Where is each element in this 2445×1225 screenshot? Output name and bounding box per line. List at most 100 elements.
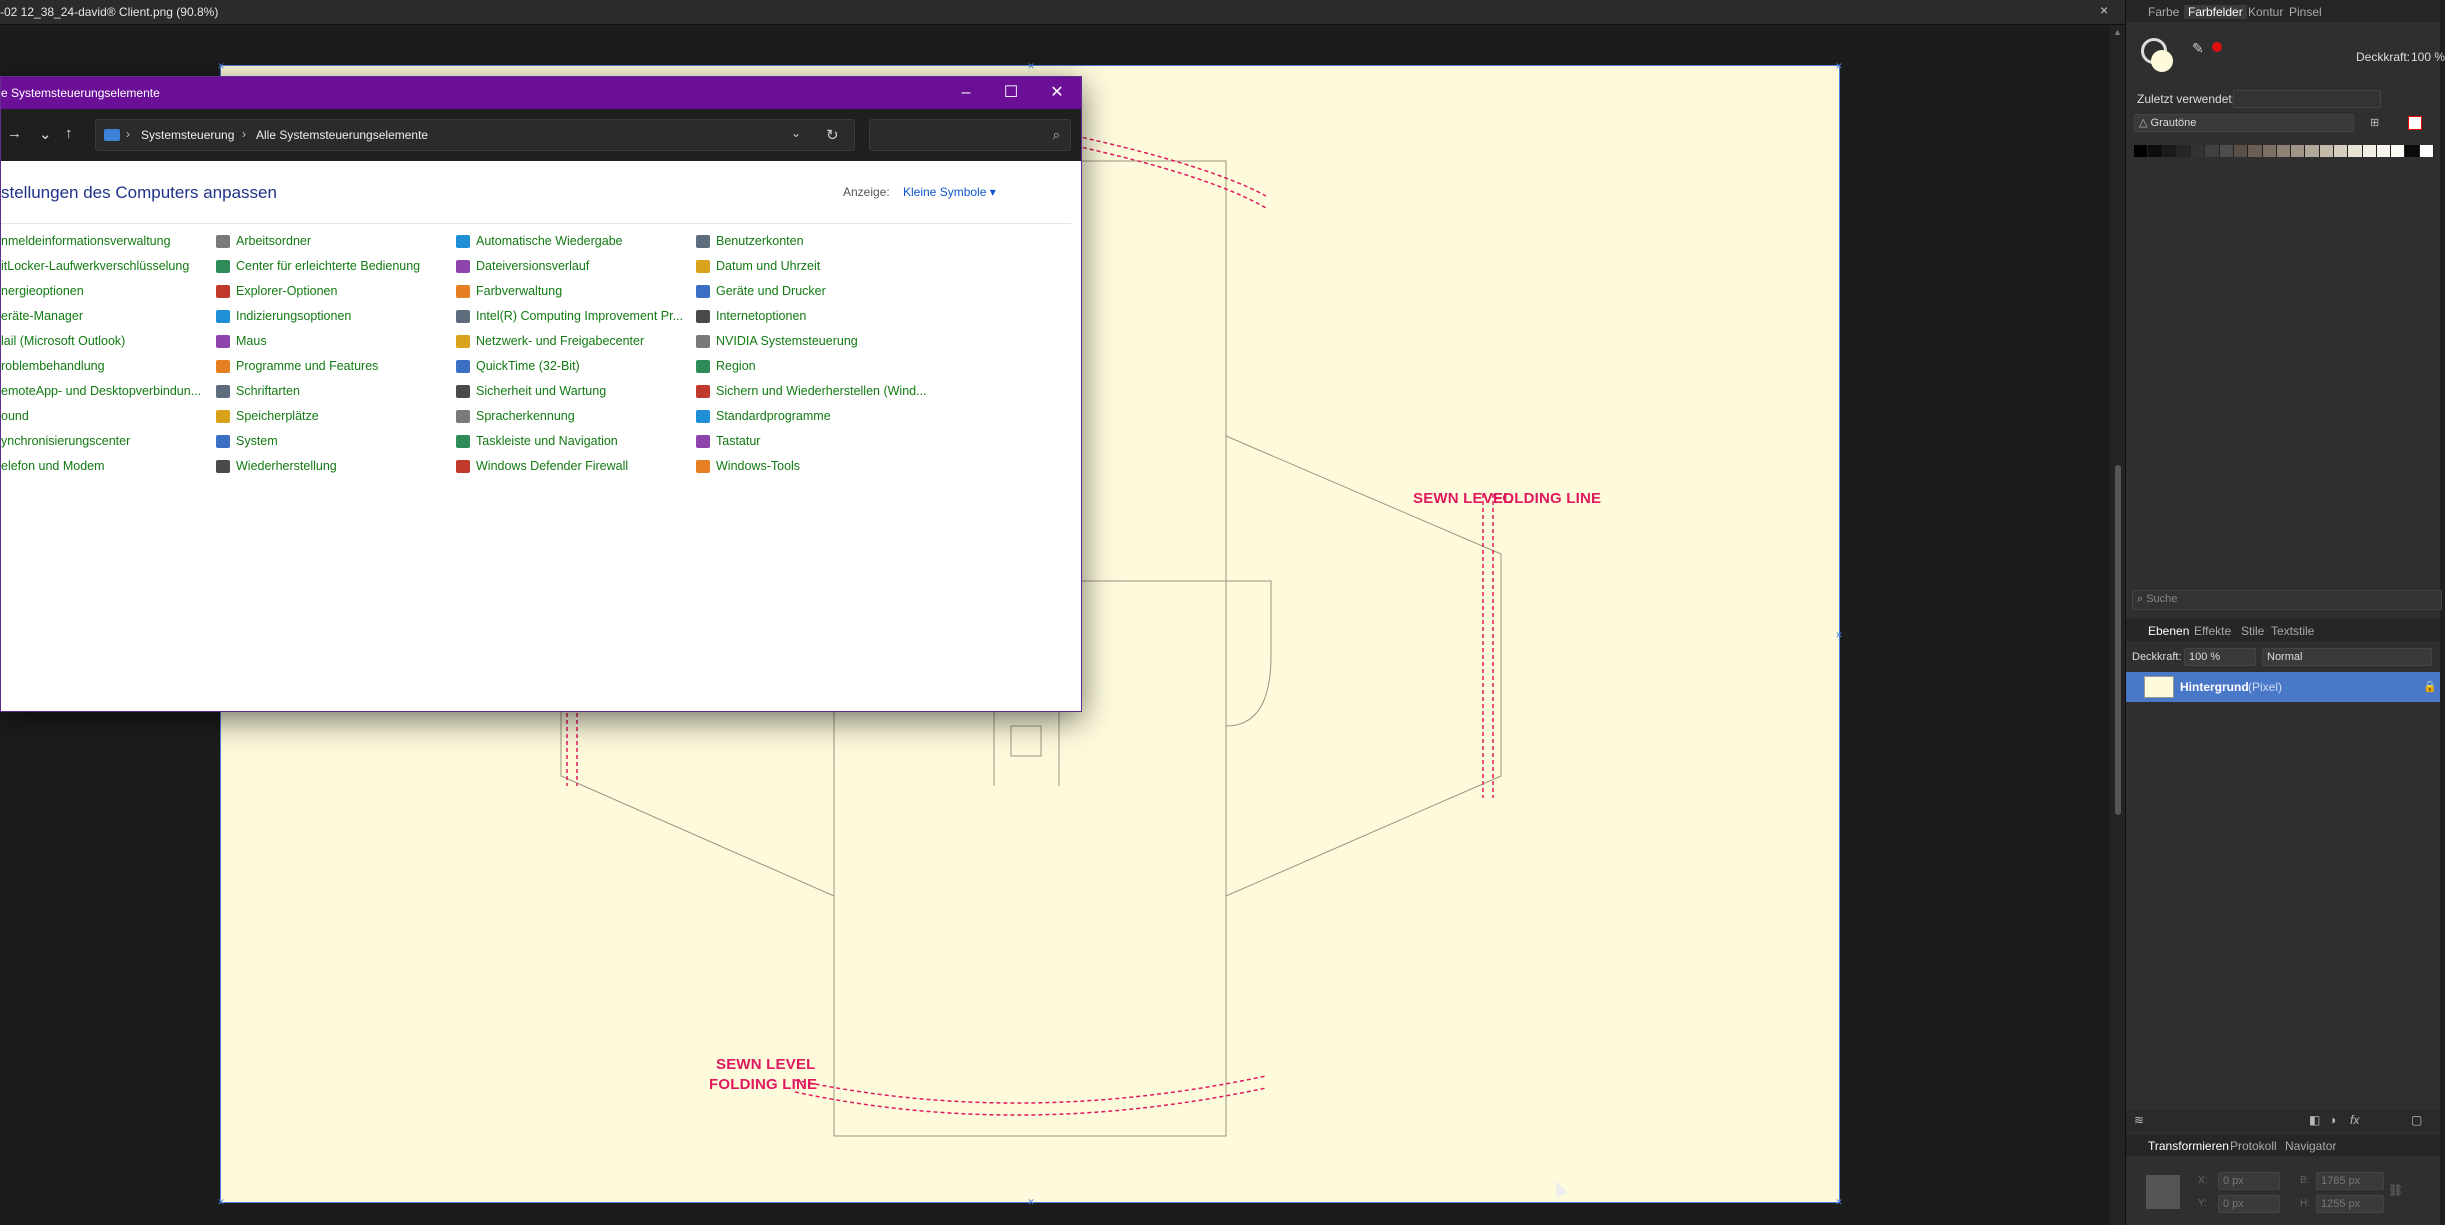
tab-farbfelder[interactable]: Farbfelder xyxy=(2184,5,2247,19)
none-swatch-icon[interactable] xyxy=(2408,116,2422,130)
selection-handle-bl[interactable]: ✕ xyxy=(217,1197,225,1207)
color-swatch[interactable] xyxy=(2333,145,2349,157)
tab-kontur[interactable]: Kontur xyxy=(2248,5,2284,19)
view-mode-dropdown[interactable]: Kleine Symbole ▾ xyxy=(903,185,996,199)
add-layer-icon[interactable]: ▢ xyxy=(2411,1113,2423,1127)
recent-locations-icon[interactable]: ⌄ xyxy=(39,126,52,143)
recent-colors-label: Zuletzt verwendet: xyxy=(2137,92,2236,106)
tab-transformieren[interactable]: Transformieren xyxy=(2148,1139,2229,1153)
color-swatch[interactable] xyxy=(2276,145,2292,157)
tab-protokoll[interactable]: Protokoll xyxy=(2230,1139,2277,1153)
transform-h-field[interactable]: 1255 px xyxy=(2316,1195,2384,1213)
tab-ebenen[interactable]: Ebenen xyxy=(2148,624,2190,638)
control-panel-item-label: Speicherplätze xyxy=(236,409,319,423)
control-panel-item-label: Tastatur xyxy=(716,434,761,448)
divider xyxy=(1,223,1071,224)
color-swatch[interactable] xyxy=(2362,145,2377,157)
document-tab-title[interactable]: -02 12_38_24-david® Client.png (90.8%) xyxy=(0,5,219,19)
control-panel-item-icon xyxy=(696,310,710,323)
color-picker-icon[interactable]: ✎ xyxy=(2192,40,2204,56)
control-panel-item-icon xyxy=(216,360,230,373)
palette-dropdown[interactable]: △ Grautöne xyxy=(2134,114,2354,132)
color-swatch[interactable] xyxy=(2191,145,2206,157)
transform-w-field[interactable]: 1785 px xyxy=(2316,1172,2384,1190)
scrollbar-thumb[interactable] xyxy=(2115,465,2121,815)
maximize-button[interactable]: ☐ xyxy=(1003,84,1019,101)
control-panel-item-icon xyxy=(456,410,470,423)
tab-effekte[interactable]: Effekte xyxy=(2194,624,2232,638)
minimize-button[interactable]: – xyxy=(961,84,971,101)
link-icon[interactable]: ⛓ xyxy=(2388,1183,2404,1197)
fill-stroke-swatch[interactable] xyxy=(2141,38,2175,72)
selection-handle-bc[interactable]: ✕ xyxy=(1027,1197,1035,1207)
fx-icon[interactable]: fx xyxy=(2350,1113,2360,1127)
tab-stile[interactable]: Stile xyxy=(2241,624,2265,638)
layer-opacity-field[interactable]: 100 % xyxy=(2184,648,2256,666)
lock-icon[interactable]: 🔒 xyxy=(2423,681,2437,693)
layer-row-hintergrund[interactable]: Hintergrund (Pixel) 🔒 xyxy=(2126,672,2440,702)
color-swatch[interactable] xyxy=(2176,145,2192,157)
color-swatch[interactable] xyxy=(2348,145,2363,157)
vertical-scrollbar[interactable]: ▲ xyxy=(2110,25,2125,1225)
color-swatch[interactable] xyxy=(2419,145,2434,157)
selection-handle-tl[interactable]: ✕ xyxy=(217,61,225,71)
layer-toolbar: ≋ ◧ ◑ fx ▢ xyxy=(2126,1110,2440,1132)
color-swatch[interactable] xyxy=(2162,145,2177,157)
anchor-point-icon[interactable] xyxy=(2146,1175,2180,1209)
opacity-value[interactable]: 100 % xyxy=(2411,50,2445,64)
studio-panel: Farbe Farbfelder Kontur Pinsel ✎ Deckkra… xyxy=(2125,0,2445,1225)
recent-colors-well[interactable] xyxy=(2233,90,2381,108)
color-swatch[interactable] xyxy=(2391,145,2406,157)
control-panel-item-label: Spracherkennung xyxy=(476,409,575,423)
selection-handle-tr[interactable]: ✕ xyxy=(1835,61,1843,71)
selection-handle-tc[interactable]: ✕ xyxy=(1027,61,1035,71)
transform-x-field[interactable]: 0 px xyxy=(2218,1172,2280,1190)
forward-arrow-icon[interactable]: → xyxy=(7,125,22,142)
control-panel-item-icon xyxy=(216,310,230,323)
address-bar[interactable]: › Systemsteuerung › Alle Systemsteuerung… xyxy=(95,119,855,151)
document-close-icon[interactable]: × xyxy=(2100,2,2109,18)
up-arrow-icon[interactable]: ↑ xyxy=(65,125,73,142)
color-swatch[interactable] xyxy=(2219,145,2234,157)
layers-icon[interactable]: ≋ xyxy=(2134,1113,2145,1127)
color-swatch[interactable] xyxy=(2319,145,2334,157)
color-swatch[interactable] xyxy=(2291,145,2306,157)
address-dropdown-icon[interactable]: ⌄ xyxy=(791,126,802,140)
control-panel-item-icon xyxy=(216,235,230,248)
tab-navigator[interactable]: Navigator xyxy=(2285,1139,2337,1153)
color-swatch[interactable] xyxy=(2205,145,2220,157)
color-swatch[interactable] xyxy=(2405,145,2420,157)
close-button[interactable]: ✕ xyxy=(1050,84,1064,101)
scroll-up-icon[interactable]: ▲ xyxy=(2113,27,2122,37)
tab-farbe[interactable]: Farbe xyxy=(2148,5,2180,19)
color-swatch[interactable] xyxy=(2148,145,2163,157)
transform-y-field[interactable]: 0 px xyxy=(2218,1195,2280,1213)
window-titlebar[interactable]: e Systemsteuerungselemente – ☐ ✕ xyxy=(1,77,1081,109)
swatch-strip[interactable] xyxy=(2134,145,2434,157)
control-panel-window[interactable]: e Systemsteuerungselemente – ☐ ✕ → ⌄ ↑ ›… xyxy=(0,76,1082,712)
selection-handle-mr[interactable]: ✕ xyxy=(1835,630,1843,640)
breadcrumb-systemsteuerung[interactable]: Systemsteuerung xyxy=(141,128,235,142)
color-swatch[interactable] xyxy=(2262,145,2277,157)
breadcrumb-alle-elemente[interactable]: Alle Systemsteuerungselemente xyxy=(256,128,429,142)
refresh-icon[interactable]: ↻ xyxy=(826,127,839,144)
search-icon[interactable]: ⌕ xyxy=(1052,127,1060,142)
control-panel-item-icon xyxy=(696,385,710,398)
mask-icon[interactable]: ◧ xyxy=(2309,1113,2321,1127)
control-panel-item-icon xyxy=(456,335,470,348)
color-swatch[interactable] xyxy=(2134,145,2149,157)
adjustment-icon[interactable]: ◑ xyxy=(2329,1113,2337,1127)
color-swatch[interactable] xyxy=(2248,145,2263,157)
control-panel-item-label: Schriftarten xyxy=(236,384,300,398)
color-swatch[interactable] xyxy=(2305,145,2320,157)
search-input[interactable]: ⌕ xyxy=(869,119,1071,151)
color-swatch[interactable] xyxy=(2233,145,2249,157)
tab-pinsel[interactable]: Pinsel xyxy=(2289,5,2322,19)
swatch-search-input[interactable]: ⌕ Suche xyxy=(2132,590,2442,610)
palette-options-icon[interactable]: ⊞ xyxy=(2370,117,2380,129)
color-swatch[interactable] xyxy=(2376,145,2392,157)
blend-mode-dropdown[interactable]: Normal xyxy=(2262,648,2432,666)
selection-handle-br[interactable]: ✕ xyxy=(1835,1197,1843,1207)
control-panel-item-icon xyxy=(456,285,470,298)
tab-textstile[interactable]: Textstile xyxy=(2271,624,2315,638)
